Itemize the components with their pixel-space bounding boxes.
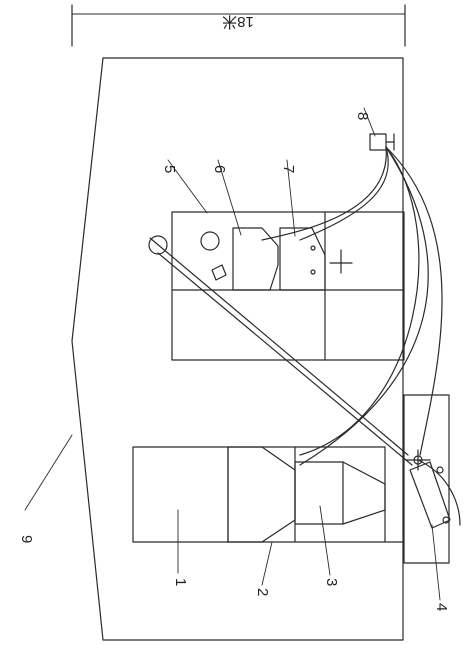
label-9: 9 [18, 535, 35, 543]
hull-outline [71, 57, 404, 641]
roller-icon [442, 516, 450, 524]
leader-2 [261, 541, 273, 586]
hopper-2-cone [227, 446, 296, 543]
label-8: 8 [354, 112, 371, 120]
tank-1 [132, 446, 229, 543]
pipe-8-to-6 [261, 146, 387, 241]
control-box-8 [369, 133, 395, 151]
hopper-6-body [232, 227, 279, 291]
leader-lines [24, 107, 441, 601]
box-3 [294, 461, 344, 525]
leader-7 [286, 159, 296, 237]
leader-3 [319, 505, 331, 576]
label-2: 2 [254, 588, 271, 596]
crusher-7 [279, 227, 353, 291]
pipe-8-to-3 [299, 146, 429, 466]
hopper-6 [200, 227, 279, 291]
leader-4 [431, 524, 441, 601]
pipes [261, 146, 461, 526]
label-6: 6 [211, 165, 228, 173]
label-7: 7 [280, 165, 297, 173]
crusher-7-body [279, 227, 326, 291]
leader-5 [167, 159, 208, 214]
control-box-body [369, 133, 387, 151]
number-labels: 5 6 7 8 9 1 2 3 4 [18, 112, 450, 611]
label-4: 4 [433, 603, 450, 611]
pipe-8-to-2 [299, 146, 420, 456]
drum-icon [200, 231, 220, 251]
frame-outer [171, 211, 405, 361]
dimension-label: 18米 [222, 13, 254, 30]
unit-4-frame [403, 394, 450, 564]
box-3-taper [342, 461, 386, 525]
hopper-2-frame [227, 446, 296, 543]
pipe-8-to-7 [299, 146, 389, 241]
leader-9 [24, 434, 73, 511]
conveyor [148, 235, 413, 466]
left-structure [132, 446, 405, 543]
bolt-icon [310, 245, 316, 251]
roller-icon [436, 466, 444, 474]
conveyor-bottom-edge [157, 252, 413, 466]
chute-6 [211, 264, 227, 281]
label-5: 5 [161, 165, 178, 173]
label-3: 3 [323, 578, 340, 586]
dimension: 18米 [71, 4, 406, 47]
leader-6 [217, 159, 242, 236]
unit-4-body [409, 461, 451, 529]
bolt-icon [310, 269, 316, 275]
pipe-4-out [417, 459, 461, 526]
conveyor-top-edge [149, 237, 409, 456]
label-1: 1 [172, 578, 189, 586]
conveyor-pulley-icon [148, 235, 168, 255]
leader-8 [363, 107, 376, 137]
pipe-8-to-4 [385, 146, 443, 456]
